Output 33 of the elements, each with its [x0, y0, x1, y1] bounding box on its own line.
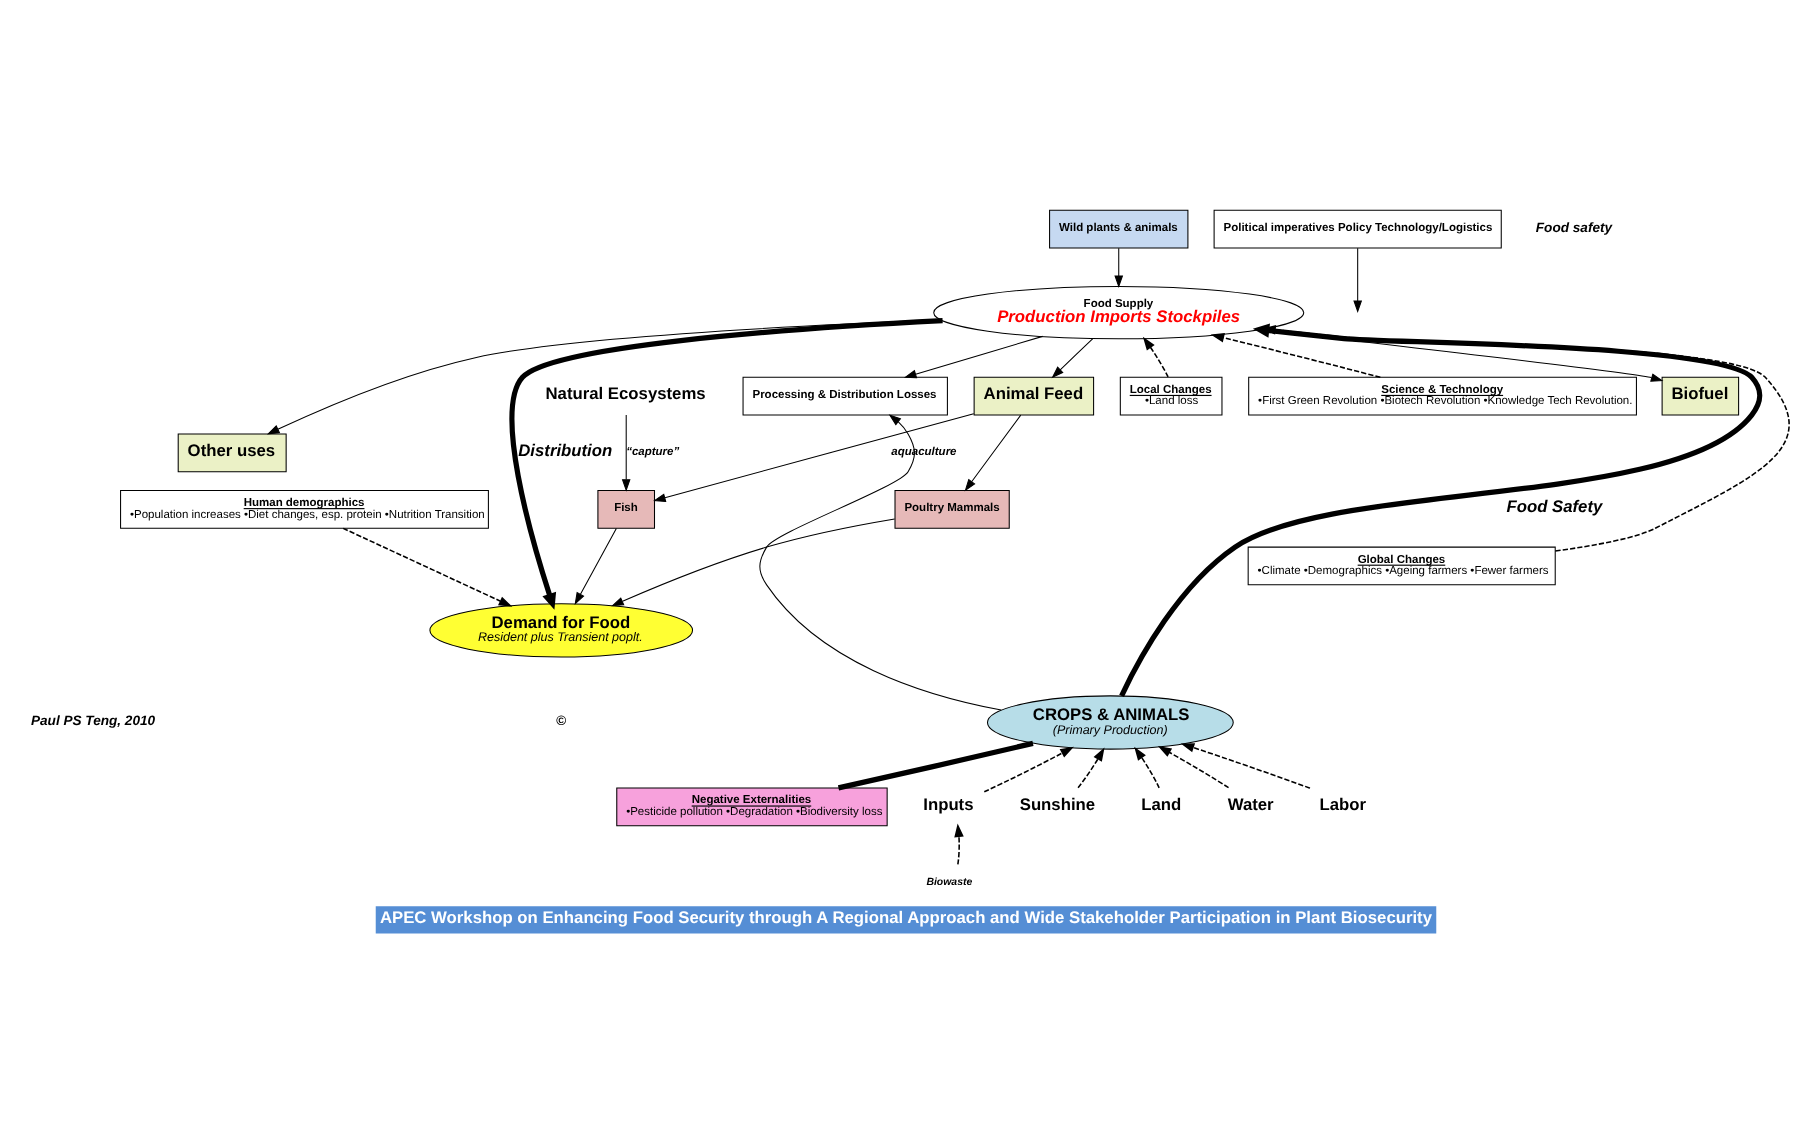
arrow: [509, 318, 943, 610]
arrow: [611, 518, 896, 607]
caption: APEC Workshop on Enhancing Food Security through A Regional Approach and Wide Stakeholder Participation in Plant Biosecurity: [379, 906, 1433, 927]
node-box: Biofuel: [1661, 376, 1740, 416]
arrow: [653, 413, 975, 502]
arrow: [1134, 746, 1160, 789]
arrow: [621, 414, 631, 492]
arrow: [1077, 747, 1105, 789]
arrow: [1353, 247, 1363, 314]
arrow: [1157, 745, 1230, 789]
node-text: Labor: [1319, 793, 1366, 814]
arrow: [1142, 336, 1169, 378]
node-text: Inputs: [923, 793, 974, 814]
node-text: Sunshine: [1019, 793, 1096, 814]
node-text: Water: [1227, 793, 1274, 814]
node-text: Natural Ecosystems: [545, 383, 706, 404]
arrow: [759, 414, 1002, 711]
arrow: [1210, 333, 1382, 379]
node-text: Land: [1141, 793, 1182, 814]
connector: [837, 740, 1034, 791]
arrow: [1114, 247, 1124, 289]
arrow: [903, 335, 1044, 379]
arrow: [983, 746, 1074, 793]
arrow: [574, 527, 617, 605]
arrow: [342, 527, 513, 607]
node-box: Animal Feed: [973, 376, 1095, 416]
arrow: [1180, 743, 1311, 789]
arrow: [1051, 338, 1094, 379]
edge-label: Distribution: [518, 439, 613, 460]
node-box: Other uses: [177, 433, 287, 473]
arrow: [954, 823, 964, 866]
arrow: [964, 414, 1022, 492]
edge-label: Food Safety: [1506, 496, 1603, 517]
